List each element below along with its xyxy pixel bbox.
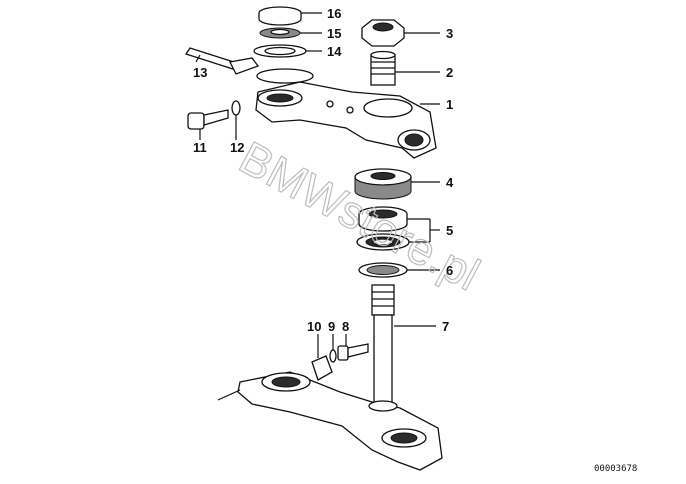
part-6-seal <box>358 262 408 278</box>
part-14-washer <box>253 44 307 58</box>
callout-16: 16 <box>327 6 341 21</box>
part-9-washer <box>329 349 337 363</box>
part-7-lower-bridge <box>217 284 443 471</box>
callout-labels: 16 15 14 13 3 2 1 11 12 4 5 6 7 10 9 8 <box>193 6 454 334</box>
callout-13: 13 <box>193 65 207 80</box>
callout-14: 14 <box>327 44 342 59</box>
part-13-rod <box>184 47 260 75</box>
part-11-bolt <box>187 109 229 130</box>
part-2-sleeve <box>370 50 396 86</box>
reference-number: 00003678 <box>594 464 637 474</box>
part-8-bolt <box>337 343 369 361</box>
callout-9: 9 <box>328 319 335 334</box>
callout-11: 11 <box>193 140 207 155</box>
part-10-bracket <box>311 355 333 381</box>
callout-8: 8 <box>342 319 349 334</box>
callout-2: 2 <box>446 65 453 80</box>
callout-6: 6 <box>446 263 453 278</box>
callout-4: 4 <box>446 175 454 190</box>
part-5-bearing <box>356 206 410 251</box>
callout-5: 5 <box>446 223 453 238</box>
part-12-washer <box>231 100 241 116</box>
callout-10: 10 <box>307 319 321 334</box>
part-3-nut <box>361 19 405 47</box>
callout-15: 15 <box>327 26 341 41</box>
part-4-ring <box>354 168 412 200</box>
callout-12: 12 <box>230 140 244 155</box>
plate-washer <box>256 68 314 84</box>
leader-lines <box>195 12 440 358</box>
callout-3: 3 <box>446 26 453 41</box>
callout-1: 1 <box>446 97 453 112</box>
callout-7: 7 <box>442 319 449 334</box>
part-1-upper-bridge <box>255 81 437 159</box>
part-16-cap <box>258 6 302 26</box>
part-15-nut <box>259 27 301 39</box>
